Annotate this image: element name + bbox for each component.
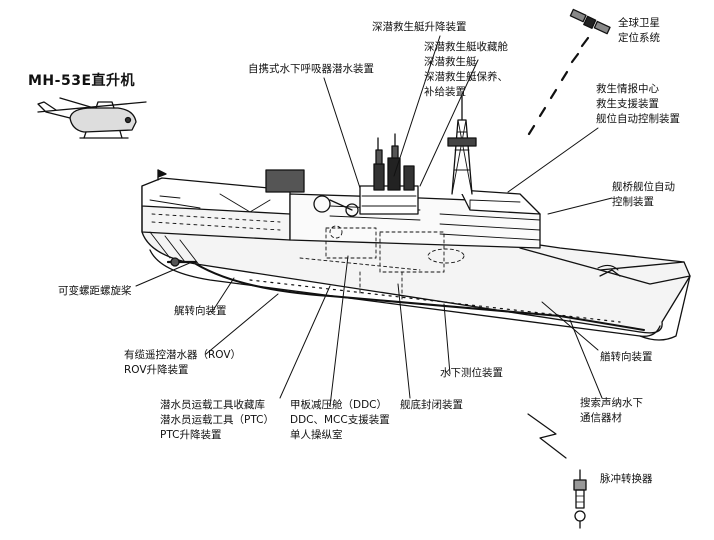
satellite-label: 全球卫星 定位系统 xyxy=(618,17,660,44)
ptc-label: 潜水员运载工具收藏库 潜水员运载工具（PTC） PTC升降装置 xyxy=(160,399,274,441)
sonar-label: 搜索声纳水下 通信器材 xyxy=(580,397,643,424)
superstructure xyxy=(265,169,541,249)
ship-hull xyxy=(141,185,691,341)
rov-label: 有缆遥控潜水器（ROV） ROV升降装置 xyxy=(124,349,242,376)
ddc-label: 甲板减压舱（DDC） DDC、MCC支援装置 单人操纵室 xyxy=(290,399,390,441)
helicopter-label: MH-53E直升机 xyxy=(28,73,136,89)
bridge-control-label: 舰桥舰位自动 控制装置 xyxy=(612,181,675,208)
transponder-drawing xyxy=(573,469,587,529)
satellite-signal xyxy=(527,36,590,136)
underwater-positioning-label: 水下测位装置 xyxy=(440,367,503,379)
bottom-seal-label: 舰底封闭装置 xyxy=(400,399,463,411)
propeller-label: 可变螺距螺旋桨 xyxy=(58,285,132,297)
internal-compartments xyxy=(299,225,465,301)
acoustic-link xyxy=(527,413,567,459)
transponder-label: 脉冲转换器 xyxy=(600,473,653,485)
mast-tower xyxy=(447,95,477,195)
scuba-label: 自携式水下呼吸器潜水装置 xyxy=(248,63,374,75)
dsrv-hoist-stacks xyxy=(373,133,415,191)
rescue-center-label: 救生情报中心 救生支援装置 舰位自动控制装置 xyxy=(596,83,680,125)
dsrv-storage-label: 深潜救生艇收藏舱 深潜救生艇 深潜救生艇保养、 补给装置 xyxy=(424,41,508,98)
satellite-drawing xyxy=(569,8,611,35)
dsrv-lift-label: 深潜救生艇升降装置 xyxy=(372,21,467,33)
bow-thruster-label: 艏转向装置 xyxy=(600,351,653,363)
helicopter-drawing xyxy=(37,97,147,139)
leader-lines xyxy=(135,35,613,407)
stern-thruster-label: 艉转向装置 xyxy=(174,305,227,317)
